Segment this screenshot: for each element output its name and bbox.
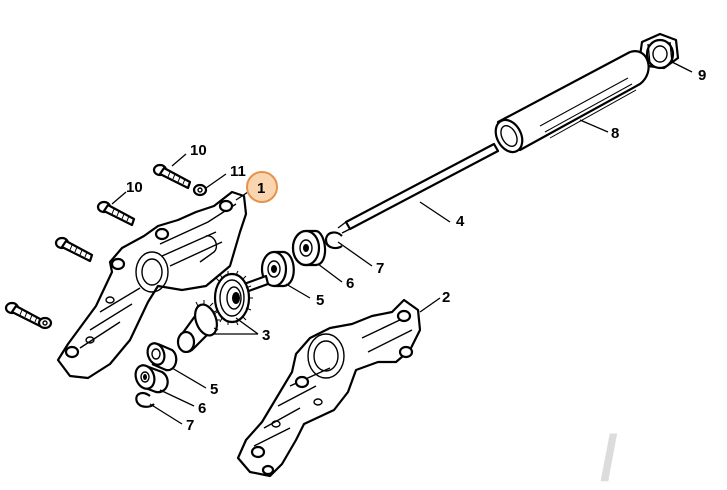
- part-3-bevel-gear-upper[interactable]: [212, 270, 270, 326]
- part-7-circlip-lower[interactable]: [135, 392, 155, 408]
- callout-3[interactable]: 3: [262, 327, 270, 344]
- part-10-screw-b[interactable]: [96, 200, 136, 227]
- callout-7-top[interactable]: 7: [376, 260, 384, 277]
- part-1-gear-housing[interactable]: [56, 190, 248, 380]
- part-10-screw-a[interactable]: [152, 163, 192, 190]
- part-9-end-cap[interactable]: [638, 32, 680, 70]
- part-11-washer-a[interactable]: [192, 183, 208, 197]
- callout-4[interactable]: 4: [456, 213, 465, 230]
- callout-7-lower[interactable]: 7: [186, 417, 194, 434]
- callout-9[interactable]: 9: [698, 67, 706, 84]
- callout-10-a[interactable]: 10: [190, 142, 207, 159]
- part-7-circlip-top[interactable]: [324, 231, 343, 250]
- part-6-bearing-top[interactable]: [291, 229, 327, 267]
- part-4-drive-shaft[interactable]: [337, 142, 500, 234]
- callout-8[interactable]: 8: [611, 125, 619, 142]
- part-5-bearing-top[interactable]: [260, 250, 295, 288]
- highlight-circle-part-1[interactable]: [246, 171, 278, 203]
- watermark-mark: /: [600, 422, 618, 490]
- leader-lines: [111, 61, 693, 425]
- callout-6-lower[interactable]: 6: [198, 400, 206, 417]
- part-3-bevel-gear-lower[interactable]: [176, 300, 221, 354]
- callout-2[interactable]: 2: [442, 289, 450, 306]
- part-8-tube[interactable]: [490, 50, 650, 157]
- callout-10-b[interactable]: 10: [126, 179, 143, 196]
- part-2-gear-housing[interactable]: [236, 298, 422, 478]
- part-5-bearing-lower[interactable]: [145, 341, 178, 372]
- callout-6-top[interactable]: 6: [346, 275, 354, 292]
- callout-5-lower[interactable]: 5: [210, 381, 218, 398]
- part-10-screw-c[interactable]: [54, 236, 94, 263]
- part-10-screw-d[interactable]: [4, 301, 44, 328]
- part-11-washer-b[interactable]: [37, 316, 53, 330]
- callout-11[interactable]: 11: [230, 163, 246, 180]
- part-6-bearing-lower[interactable]: [132, 363, 169, 394]
- callout-5-top[interactable]: 5: [316, 292, 324, 309]
- callout-1[interactable]: 1: [257, 180, 265, 197]
